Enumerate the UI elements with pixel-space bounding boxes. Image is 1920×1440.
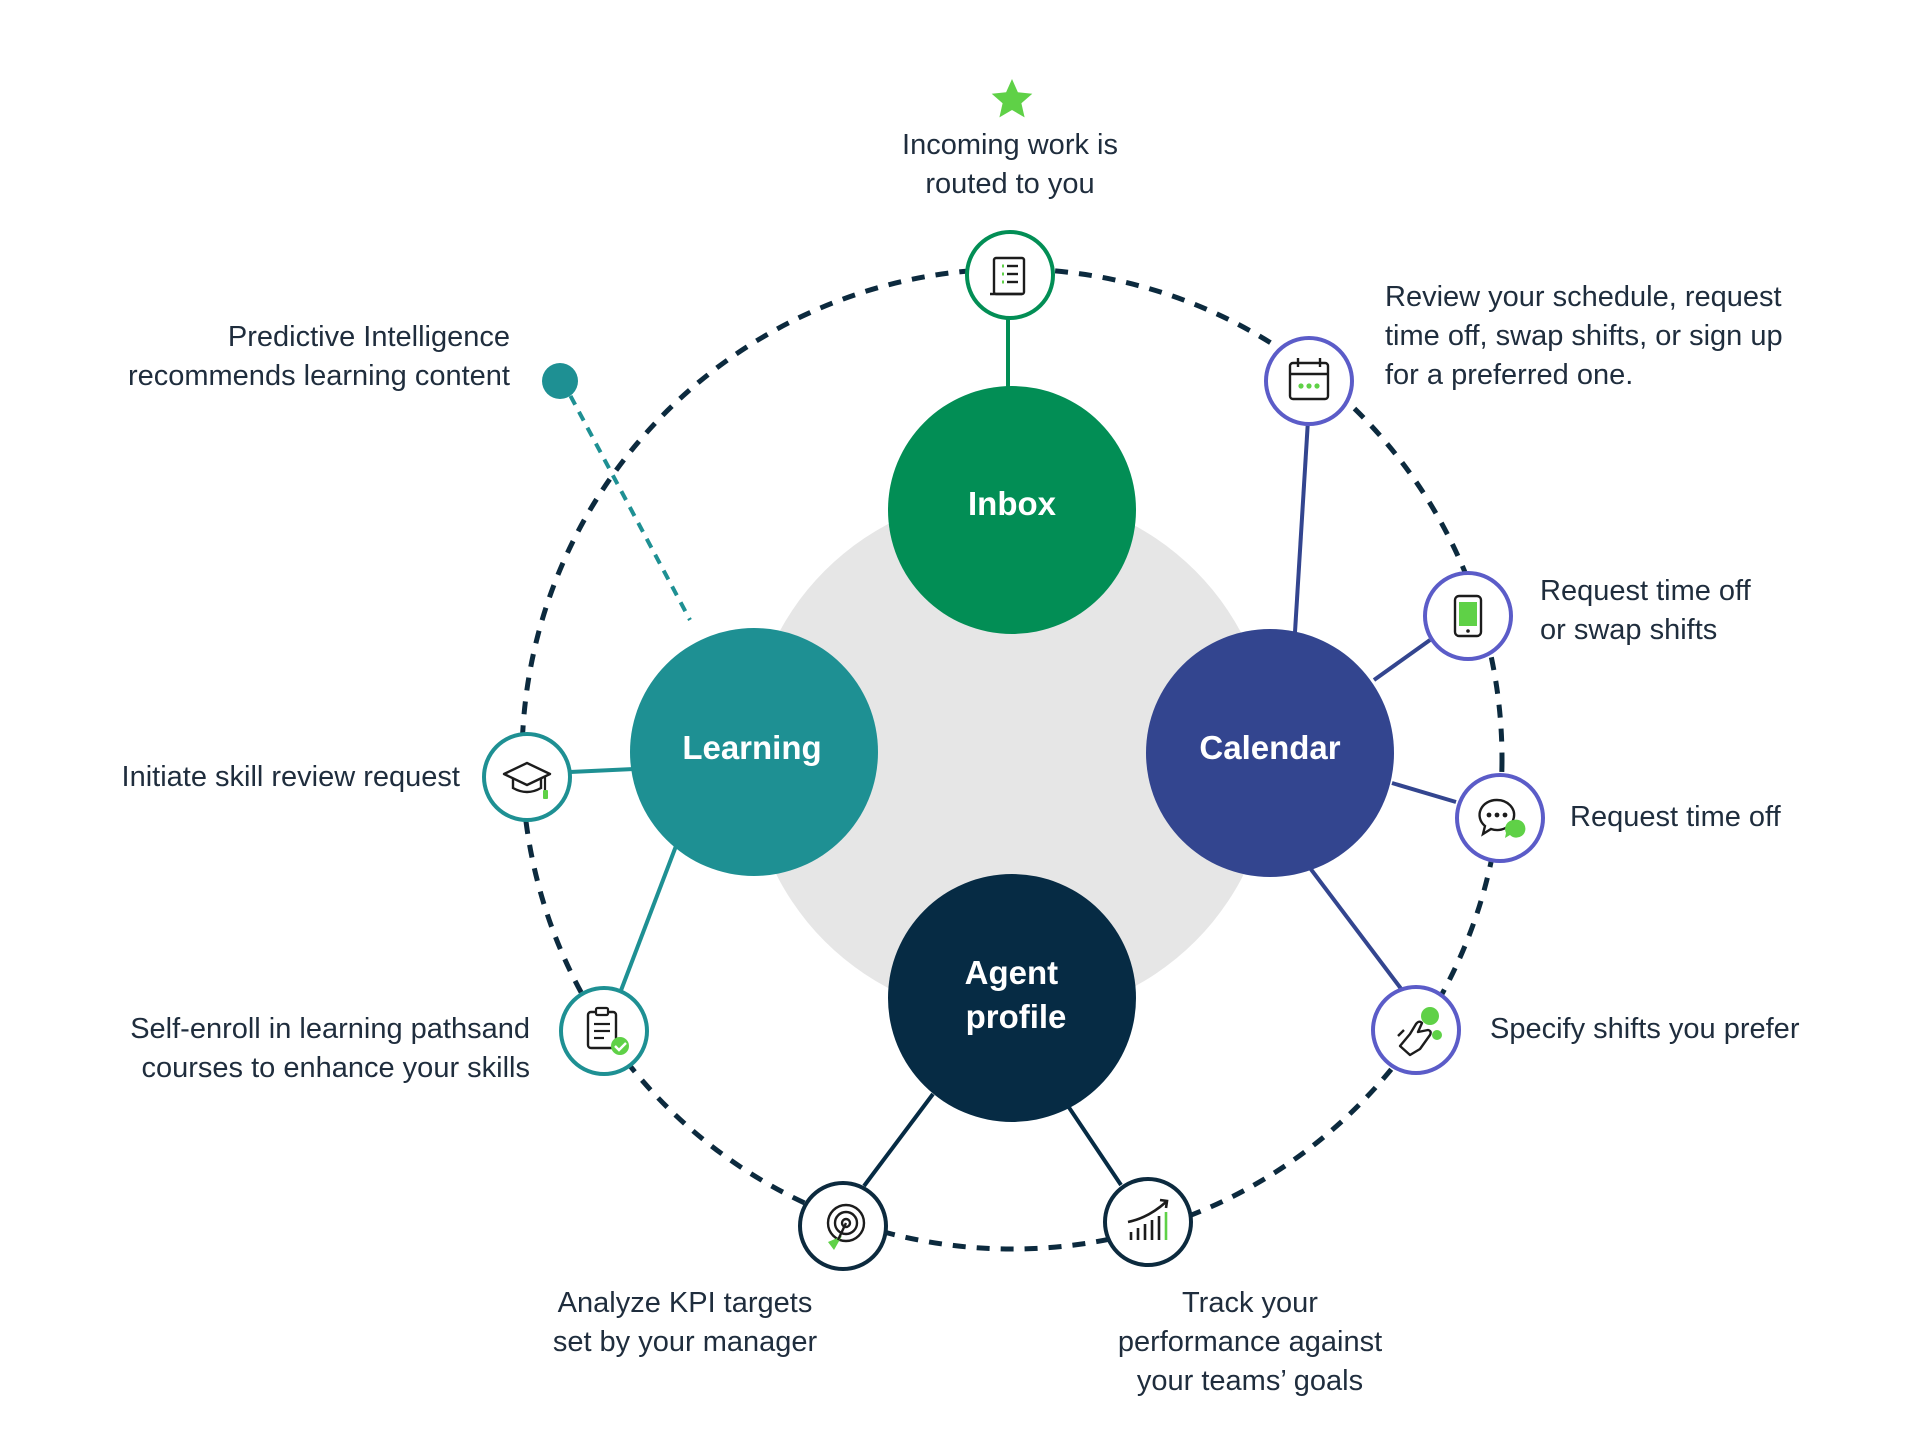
hub-inbox-label: Inbox	[968, 485, 1057, 522]
document-list-icon	[990, 256, 1026, 296]
star-icon	[991, 79, 1033, 118]
callout-track-performance-line-2: performance against	[1117, 1326, 1383, 1358]
connector-review-schedule	[1293, 419, 1310, 633]
callout-track-performance: Track your performance against your team…	[1050, 1284, 1450, 1401]
callout-review-schedule-line-2: time off, swap shifts, or sign up	[1385, 320, 1783, 352]
callout-specify-shifts-line-1: Specify shifts you prefer	[1490, 1013, 1800, 1045]
chat-bubble-icon	[1478, 798, 1526, 838]
connector-request-time-off	[1391, 781, 1457, 804]
callout-predictive-intelligence: Predictive Intelligence recommends learn…	[10, 318, 510, 396]
callout-track-performance-line-3: your teams’ goals	[1136, 1365, 1364, 1397]
callout-request-or-swap-line-2: or swap shifts	[1540, 614, 1718, 646]
callout-review-schedule-line-1: Review your schedule, request	[1385, 281, 1782, 313]
callout-self-enroll-line-1: Self-enroll in learning pathsand	[130, 1013, 530, 1045]
node-inbox-routing[interactable]	[965, 230, 1055, 320]
connector-specify-shifts	[1308, 866, 1404, 992]
hub-agent-profile[interactable]: Agent profile	[888, 874, 1136, 1122]
callout-inbox-routing: Incoming work is routed to you	[810, 126, 1210, 204]
callout-specify-shifts: Specify shifts you prefer	[1490, 1010, 1799, 1049]
callout-request-time-off-line-1: Request time off	[1570, 801, 1781, 833]
node-self-enroll[interactable]	[559, 986, 649, 1076]
hub-learning-label: Learning	[682, 729, 821, 766]
node-skill-review[interactable]	[482, 732, 572, 822]
callout-analyze-kpi-line-1: Analyze KPI targets	[557, 1287, 813, 1319]
connectors	[560, 318, 1457, 1188]
hub-calendar-label: Calendar	[1199, 729, 1340, 766]
callout-self-enroll: Self-enroll in learning pathsand courses…	[30, 1010, 530, 1088]
connector-self-enroll	[618, 845, 678, 994]
connector-request-or-swap	[1372, 638, 1432, 682]
callout-predictive-intelligence-line-2: recommends learning content	[127, 360, 510, 392]
callout-request-or-swap-line-1: Request time off	[1540, 575, 1751, 607]
callout-skill-review-line-1: Initiate skill review request	[121, 761, 460, 793]
connector-analyze-kpi	[862, 1092, 935, 1188]
hub-calendar[interactable]: Calendar	[1146, 629, 1394, 877]
node-analyze-kpi[interactable]	[798, 1181, 888, 1271]
hub-inbox[interactable]: Inbox	[888, 386, 1136, 634]
callout-inbox-routing-line-2: routed to you	[925, 168, 1095, 200]
callout-skill-review: Initiate skill review request	[10, 758, 460, 797]
node-specify-shifts[interactable]	[1371, 985, 1461, 1075]
dot-marker-icon	[542, 363, 578, 399]
callout-track-performance-line-1: Track your	[1182, 1287, 1318, 1319]
callout-analyze-kpi-line-2: set by your manager	[552, 1326, 818, 1358]
clipboard-check-icon	[586, 1006, 629, 1055]
callout-predictive-intelligence-line-1: Predictive Intelligence	[227, 321, 510, 353]
connector-skill-review	[569, 767, 635, 774]
callout-self-enroll-line-2: courses to enhance your skills	[141, 1052, 530, 1084]
mobile-phone-icon	[1453, 594, 1483, 638]
calendar-icon	[1288, 358, 1330, 401]
connector-predictive-intelligence	[560, 379, 692, 621]
connector-track-performance	[1066, 1104, 1123, 1187]
callout-review-schedule: Review your schedule, request time off, …	[1385, 278, 1783, 395]
callout-analyze-kpi: Analyze KPI targets set by your manager	[485, 1284, 885, 1362]
hub-agent-profile-label: Agent profile	[965, 954, 1068, 1035]
hub-learning[interactable]: Learning	[630, 628, 878, 876]
target-icon	[826, 1203, 866, 1250]
callout-request-or-swap: Request time off or swap shifts	[1540, 572, 1751, 650]
center-halo	[748, 494, 1272, 1018]
node-track-performance[interactable]	[1103, 1177, 1193, 1267]
hand-pointer-icon	[1397, 1007, 1442, 1057]
callout-request-time-off: Request time off	[1570, 798, 1781, 837]
growth-chart-icon	[1127, 1198, 1169, 1240]
graduation-cap-icon	[502, 761, 552, 799]
callout-inbox-routing-line-1: Incoming work is	[902, 129, 1118, 161]
node-request-time-off[interactable]	[1455, 773, 1545, 863]
node-review-schedule[interactable]	[1264, 336, 1354, 426]
node-request-or-swap[interactable]	[1423, 571, 1513, 661]
callout-review-schedule-line-3: for a preferred one.	[1385, 359, 1634, 391]
